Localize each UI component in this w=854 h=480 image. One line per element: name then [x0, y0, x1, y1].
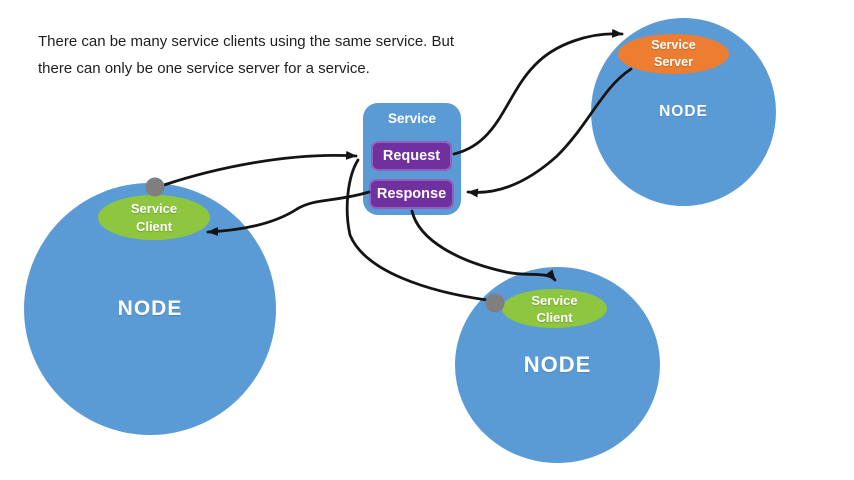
- node-label-left: NODE: [117, 297, 183, 320]
- caption: There can be many service clients using …: [38, 28, 508, 82]
- service-client-bottom-line1: Service: [531, 292, 578, 308]
- node-label-top-right: NODE: [659, 103, 708, 120]
- arrow-left-client-to-request: [162, 150, 358, 187]
- service-box-title: Service: [387, 111, 437, 126]
- service-server-line2: Server: [654, 55, 693, 69]
- service-server-line1: Service: [651, 38, 696, 52]
- node-circle-bottom: NODE: [455, 267, 660, 463]
- service-client-bottom-line2: Client: [536, 309, 573, 325]
- service-client-left-line1: Service: [130, 200, 178, 216]
- service-client-ellipse-bottom: Service Client: [502, 289, 607, 328]
- request-box: Request: [371, 141, 452, 171]
- service-client-left-line2: Client: [135, 218, 173, 234]
- node-label-bottom: NODE: [523, 352, 592, 377]
- caption-line-2: there can only be one service server for…: [38, 60, 370, 77]
- response-box: Response: [369, 179, 454, 209]
- caption-line-1: There can be many service clients using …: [38, 33, 455, 50]
- service-server-ellipse: Service Server: [618, 34, 729, 74]
- service-client-ellipse-left: Service Client: [98, 195, 210, 240]
